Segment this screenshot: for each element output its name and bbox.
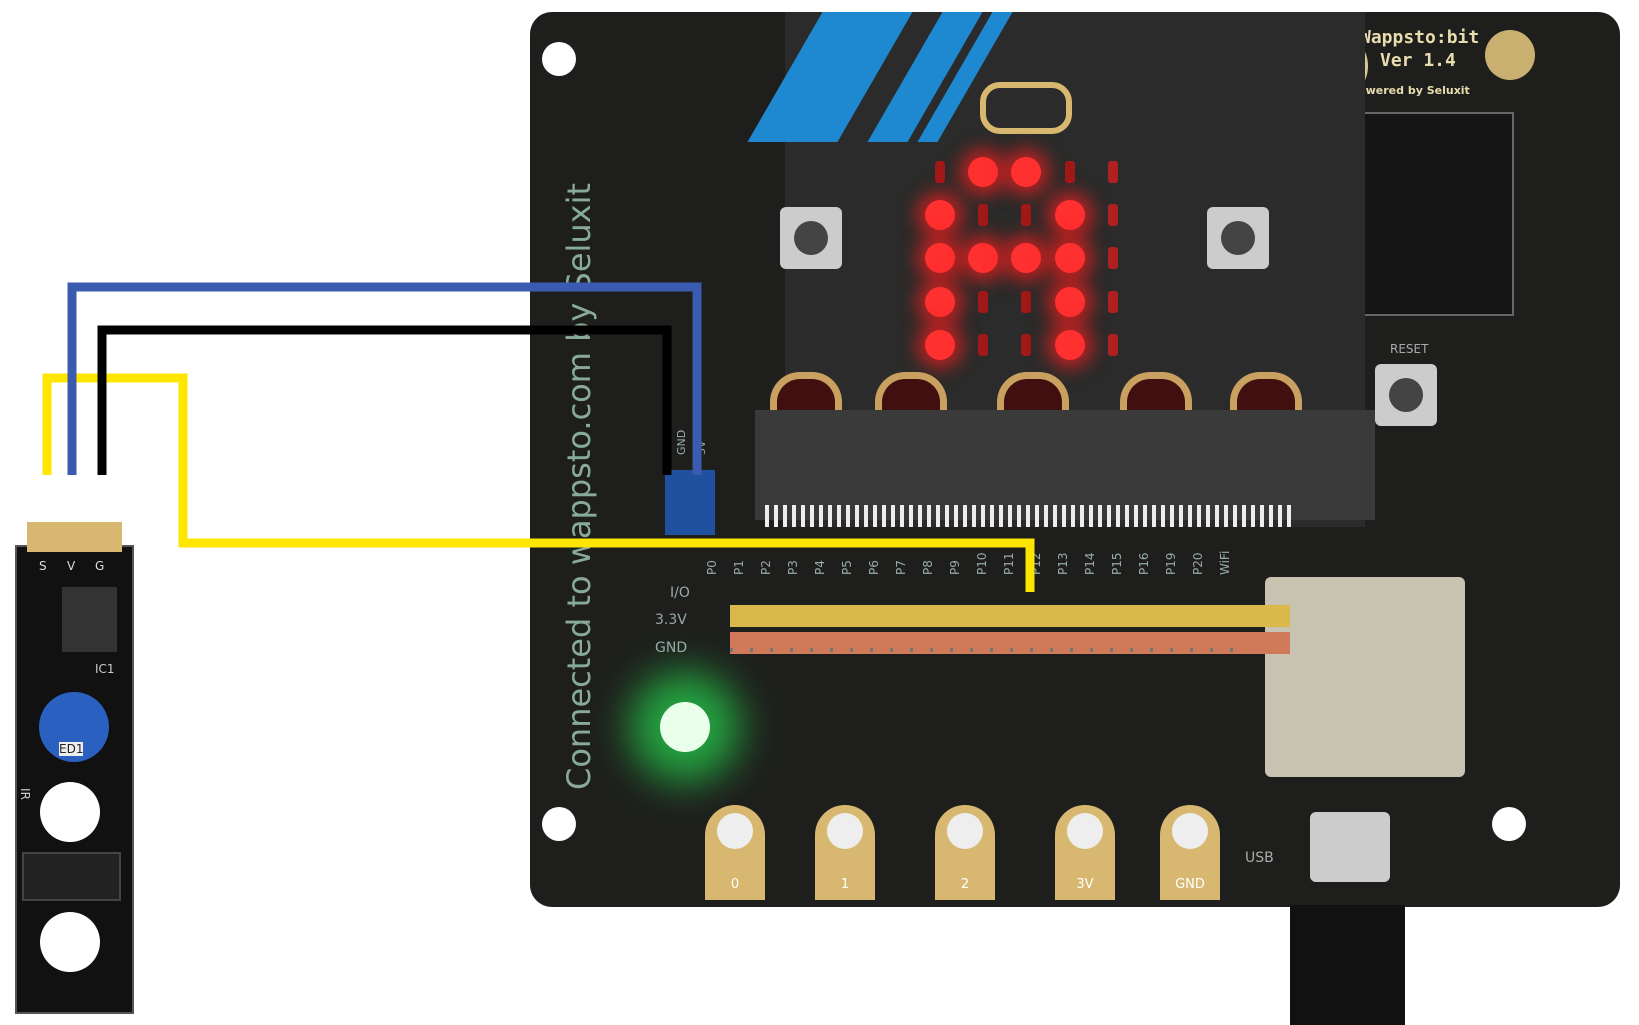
wire-gnd <box>97 325 672 475</box>
button-a[interactable] <box>780 207 842 269</box>
edge-pad[interactable]: 0 <box>705 805 765 900</box>
led-on <box>925 200 955 230</box>
led-off <box>1065 161 1075 183</box>
sensor-header <box>27 522 122 552</box>
edge-connector <box>755 410 1375 520</box>
led-on <box>1055 200 1085 230</box>
edge-connector-pins <box>765 505 1295 527</box>
led-off <box>935 161 945 183</box>
row-label-io: I/O <box>670 585 690 601</box>
edge-pad[interactable]: 3V <box>1055 805 1115 900</box>
wifi-module <box>1265 577 1465 777</box>
led-on <box>1055 287 1085 317</box>
mount-pad <box>1485 30 1535 80</box>
mount-hole <box>542 42 576 76</box>
led-off <box>1021 291 1031 313</box>
ir-emitter-receiver <box>22 852 121 901</box>
led-on <box>1055 330 1085 360</box>
wire-signal <box>42 373 1035 592</box>
led-on <box>925 287 955 317</box>
led-off <box>978 334 988 356</box>
led-off <box>1108 161 1118 183</box>
led-off <box>1108 334 1118 356</box>
sensor-chip <box>62 587 117 652</box>
gnd-pin-row[interactable] <box>730 648 1240 652</box>
power-header[interactable] <box>665 470 715 535</box>
io-pin-row[interactable] <box>730 605 1290 627</box>
edge-pad-label: 0 <box>730 877 740 892</box>
power-led <box>660 702 710 752</box>
led-off <box>1021 204 1031 226</box>
sensor-chip-label: IC1 <box>95 662 115 676</box>
led-off <box>978 291 988 313</box>
edge-pad[interactable]: GND <box>1160 805 1220 900</box>
edge-pad-label: 1 <box>840 877 850 892</box>
led-on <box>1055 243 1085 273</box>
reset-label: RESET <box>1390 342 1429 356</box>
wire-vcc <box>67 282 702 475</box>
mount-hole <box>1492 807 1526 841</box>
edge-pad-label: 3V <box>1076 877 1094 892</box>
led-on <box>925 243 955 273</box>
sensor-mount-hole <box>40 782 100 842</box>
led-off <box>1021 334 1031 356</box>
edge-pad-label: 2 <box>960 877 970 892</box>
led-off <box>978 204 988 226</box>
led-off <box>1108 204 1118 226</box>
pot-label: ED1 <box>59 742 84 756</box>
sensor-mount-hole <box>40 912 100 972</box>
logo-touch[interactable] <box>980 82 1072 134</box>
edge-pad[interactable]: 1 <box>815 805 875 900</box>
sensor-pin-v: V <box>67 559 76 573</box>
board-powered: Powered by Seluxit <box>1350 84 1470 97</box>
usb-label: USB <box>1245 850 1274 866</box>
led-on <box>968 157 998 187</box>
reset-button[interactable] <box>1375 364 1437 426</box>
sensor-pin-g: G <box>95 559 105 573</box>
usb-cable <box>1290 905 1405 1025</box>
board-title: Wappsto:bit <box>1360 27 1480 48</box>
usb-port[interactable] <box>1310 812 1390 882</box>
led-on <box>1011 243 1041 273</box>
sensor-pin-s: S <box>39 559 47 573</box>
mount-hole <box>542 807 576 841</box>
line-tracking-sensor: S V G IC1 ED1 IR <box>15 522 134 1014</box>
led-on <box>1011 157 1041 187</box>
edge-pad-label: GND <box>1175 877 1205 892</box>
row-label-3v3: 3.3V <box>655 612 687 628</box>
led-on <box>968 243 998 273</box>
led-off <box>1108 291 1118 313</box>
row-label-gnd: GND <box>655 640 688 656</box>
button-b[interactable] <box>1207 207 1269 269</box>
edge-pad[interactable]: 2 <box>935 805 995 900</box>
board-version: Ver 1.4 <box>1380 50 1456 71</box>
led-off <box>1108 247 1118 269</box>
led-on <box>925 330 955 360</box>
